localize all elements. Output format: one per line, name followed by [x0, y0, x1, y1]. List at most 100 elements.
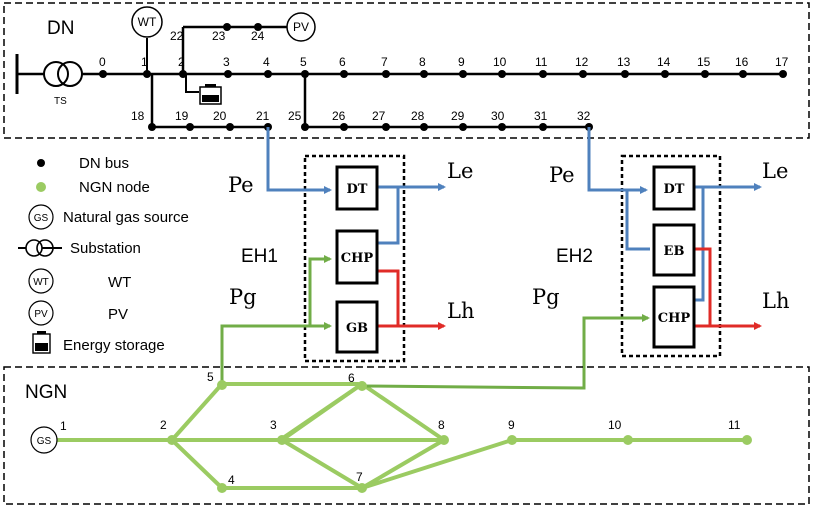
eh1-pe-label: Pe — [228, 173, 254, 197]
ts-label: TS — [54, 96, 67, 107]
eh2-eb-h-to-lh — [693, 247, 712, 326]
svg-text:6: 6 — [348, 371, 355, 385]
svg-text:4: 4 — [228, 473, 235, 487]
dn-bus — [621, 70, 629, 78]
ngn-nodes — [167, 380, 752, 493]
legend-wt-icon: WT — [28, 268, 54, 294]
ngn-node — [439, 435, 449, 445]
eh2-label: EH2 — [556, 246, 593, 267]
dn-bus — [179, 70, 187, 78]
eh2-chp-box: CHP — [652, 285, 696, 349]
dn-bus — [254, 23, 262, 31]
svg-text:CHP: CHP — [658, 311, 691, 326]
legend-ngn-node-icon — [36, 182, 46, 192]
svg-text:11: 11 — [535, 55, 548, 69]
ngn-node — [217, 380, 227, 390]
svg-text:23: 23 — [212, 29, 226, 43]
ngn-node — [217, 483, 227, 493]
eh1-pe-line — [266, 127, 332, 194]
svg-text:WT: WT — [108, 274, 131, 291]
dn-bus — [301, 123, 309, 131]
svg-text:13: 13 — [617, 55, 631, 69]
dn-bus — [498, 70, 506, 78]
ngn-node — [742, 435, 752, 445]
eh2-pg-label: Pg — [532, 285, 560, 309]
legend-substation-icon — [18, 239, 62, 257]
legend-gas-source-icon: GS — [28, 204, 54, 230]
eh1-pg-label: Pg — [229, 285, 257, 309]
dn-label: DN — [47, 18, 74, 39]
svg-text:WT: WT — [138, 15, 157, 29]
ngn-label: NGN — [25, 382, 67, 403]
dn-bus — [459, 123, 467, 131]
ngn-region-border — [3, 366, 810, 505]
svg-text:27: 27 — [372, 109, 386, 123]
svg-text:7: 7 — [356, 470, 363, 484]
svg-text:16: 16 — [735, 55, 749, 69]
svg-text:31: 31 — [534, 109, 548, 123]
svg-text:Substation: Substation — [70, 240, 141, 257]
dn-bus — [186, 123, 194, 131]
eh1-pg-line — [220, 322, 332, 384]
dn-bus — [420, 123, 428, 131]
dn-bus — [498, 123, 506, 131]
svg-text:9: 9 — [458, 55, 465, 69]
dn-bus — [420, 70, 428, 78]
svg-text:1: 1 — [60, 419, 67, 433]
ngn-node — [623, 435, 633, 445]
dn-bus — [579, 70, 587, 78]
eh1-label: EH1 — [241, 246, 278, 267]
dn-bus — [382, 123, 390, 131]
svg-text:0: 0 — [99, 55, 106, 69]
dn-region-border — [3, 2, 810, 139]
dn-bus — [701, 70, 709, 78]
svg-text:1: 1 — [141, 55, 148, 69]
eh1-le-label: Le — [447, 159, 473, 183]
svg-text:Energy storage: Energy storage — [63, 337, 165, 354]
svg-text:GB: GB — [346, 321, 368, 336]
ngn-node — [357, 483, 367, 493]
eh2-lh-label: Lh — [762, 289, 789, 313]
svg-text:29: 29 — [451, 109, 465, 123]
dn-buses — [99, 23, 787, 131]
eh1-border — [303, 154, 406, 363]
eh2-pe-label: Pe — [549, 163, 575, 187]
svg-text:2: 2 — [160, 418, 167, 432]
eh2-chp-e-to-le — [693, 187, 705, 302]
svg-text:18: 18 — [131, 109, 145, 123]
dn-bus-labels: 0 1 2 3 4 5 6 7 8 9 10 11 12 13 14 15 16… — [99, 29, 789, 123]
legend-energy-storage-icon — [32, 331, 51, 354]
eh2-eb-box: EB — [652, 223, 696, 277]
ngn-node — [277, 435, 287, 445]
ngn-to-eh2-pipe — [361, 384, 585, 390]
eh1-dt-box: DT — [335, 165, 379, 211]
substation-transformer — [43, 61, 83, 87]
eh1-lh-label: Lh — [447, 299, 474, 323]
svg-text:5: 5 — [207, 370, 214, 384]
svg-text:5: 5 — [300, 55, 307, 69]
dn-bus — [340, 70, 348, 78]
eh1-pg-to-chp — [308, 255, 332, 326]
dn-bus — [99, 70, 107, 78]
svg-text:25: 25 — [288, 109, 302, 123]
dn-bus — [148, 123, 156, 131]
svg-text:21: 21 — [256, 109, 270, 123]
ngn-node-labels: 1 2 3 4 5 6 7 8 9 10 11 — [60, 370, 741, 487]
energy-storage-battery-icon — [199, 84, 222, 105]
pv-symbol: PV — [286, 12, 316, 42]
svg-text:CHP: CHP — [341, 251, 374, 266]
svg-text:6: 6 — [339, 55, 346, 69]
svg-text:14: 14 — [657, 55, 671, 69]
dn-bus — [739, 70, 747, 78]
dn-bus — [382, 70, 390, 78]
dn-bus — [301, 70, 309, 78]
svg-text:30: 30 — [491, 109, 505, 123]
ngn-node — [357, 381, 367, 391]
svg-text:PV: PV — [34, 309, 48, 320]
svg-text:22: 22 — [170, 29, 184, 43]
legend-dn-bus-icon — [37, 159, 45, 167]
eh2-le-label: Le — [762, 159, 788, 183]
dn-bus — [661, 70, 669, 78]
eh1-chp-e-to-le — [376, 187, 400, 245]
